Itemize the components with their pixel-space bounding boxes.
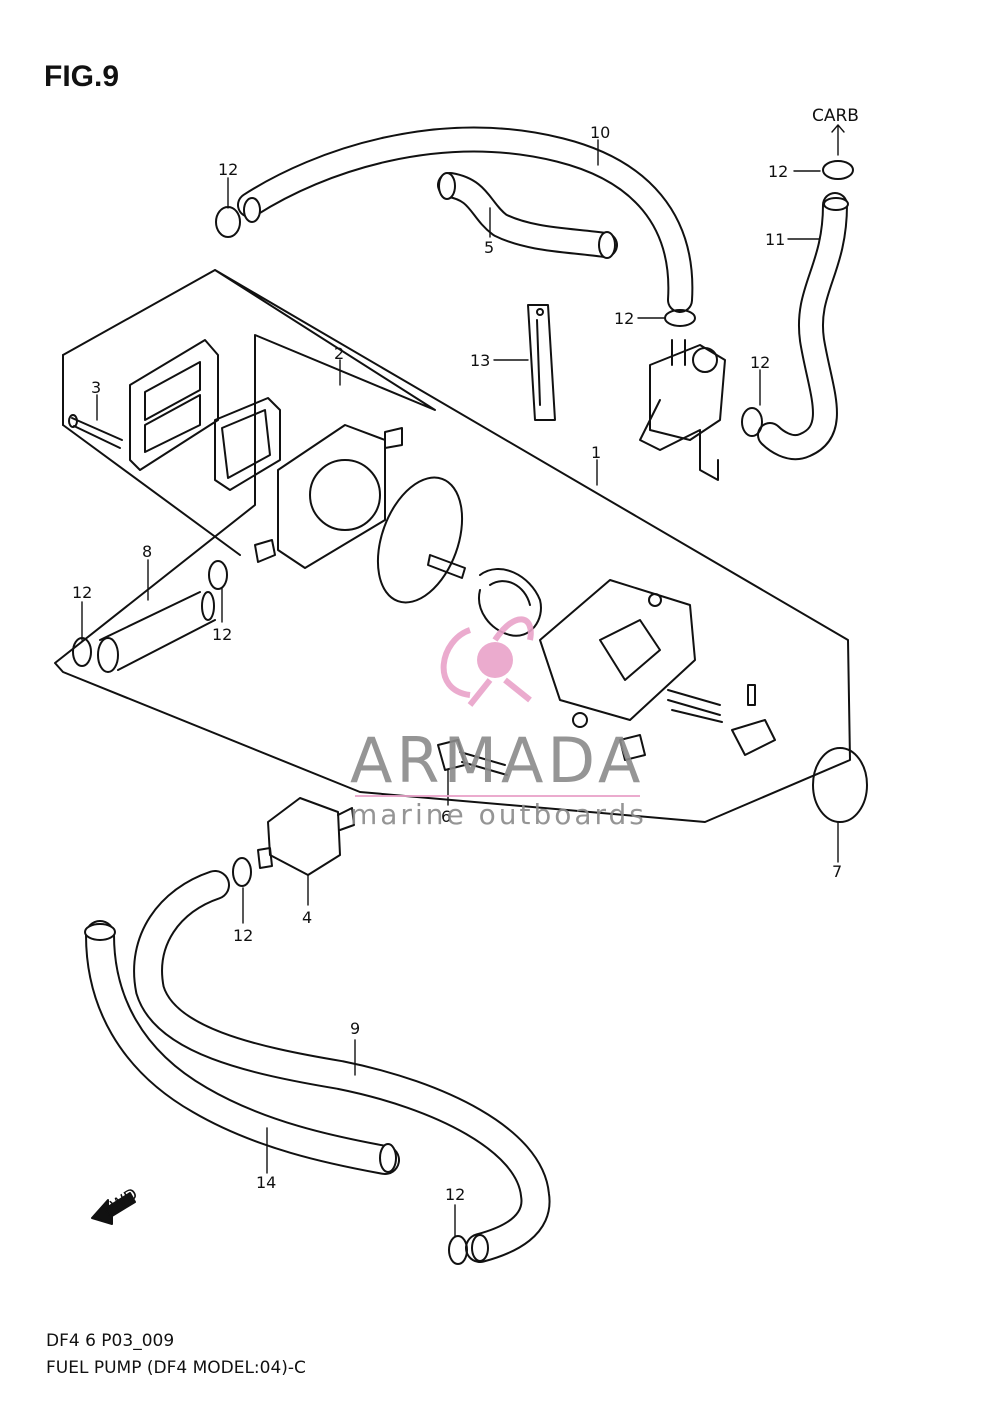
callout-4: 4 <box>302 908 312 927</box>
callout-9: 9 <box>350 1019 360 1038</box>
o-ring-7 <box>812 747 868 823</box>
callout-12: 12 <box>768 162 788 181</box>
watermark: ARMADA marine outboards <box>350 616 647 831</box>
callout-5: 5 <box>484 238 494 257</box>
pump-lower-body <box>539 579 696 728</box>
callout-1: 1 <box>591 443 601 462</box>
bolt-6 <box>437 739 508 776</box>
callout-7: 7 <box>832 862 842 881</box>
spring <box>478 568 542 637</box>
fitting-5 <box>437 172 618 259</box>
callout-12: 12 <box>212 625 232 644</box>
fitting-14 <box>84 920 400 1175</box>
hose-9 <box>133 870 551 1263</box>
check-valve <box>667 684 776 756</box>
watermark-logo-icon <box>440 616 534 707</box>
pump-body-2 <box>254 424 403 569</box>
callout-12: 12 <box>614 309 634 328</box>
watermark-tagline: marine outboards <box>350 798 647 831</box>
figure-title: FIG.9 <box>44 60 120 93</box>
pump-gasket <box>214 397 281 491</box>
callout-12: 12 <box>445 1185 465 1204</box>
callout-8: 8 <box>142 542 152 561</box>
callout-10: 10 <box>590 123 610 142</box>
callout-12: 12 <box>72 583 92 602</box>
callout-13: 13 <box>470 351 490 370</box>
hose-11 <box>757 192 849 461</box>
callout-6: 6 <box>441 807 451 826</box>
callout-12: 12 <box>218 160 238 179</box>
clip-13 <box>527 304 556 421</box>
filter-4 <box>257 797 355 876</box>
carb-label: CARB <box>812 106 859 126</box>
callout-2: 2 <box>334 344 344 363</box>
figure-caption: FUEL PUMP (DF4 MODEL:04)-C <box>46 1358 306 1378</box>
bolt-3 <box>68 414 123 449</box>
fwd-arrow <box>91 1192 136 1225</box>
watermark-brand: ARMADA <box>350 724 644 797</box>
pipe-8 <box>97 591 216 673</box>
callout-labels: 10 12 12 5 11 12 13 12 2 3 1 8 12 12 6 7… <box>72 106 859 1220</box>
nut <box>619 734 646 761</box>
pump-cover <box>129 339 219 471</box>
fuel-cock <box>639 339 726 481</box>
figure-code: DF4 6 P03_009 <box>46 1331 175 1351</box>
fwd-label: FWD <box>99 1184 141 1220</box>
callout-14: 14 <box>256 1173 276 1192</box>
leader-lines <box>81 124 845 1237</box>
callout-11: 11 <box>765 230 785 249</box>
callout-3: 3 <box>91 378 101 397</box>
hose-10 <box>237 126 694 313</box>
diaphragm <box>376 476 466 604</box>
clamp-12 <box>72 160 854 1265</box>
callout-12: 12 <box>233 926 253 945</box>
callout-12: 12 <box>750 353 770 372</box>
